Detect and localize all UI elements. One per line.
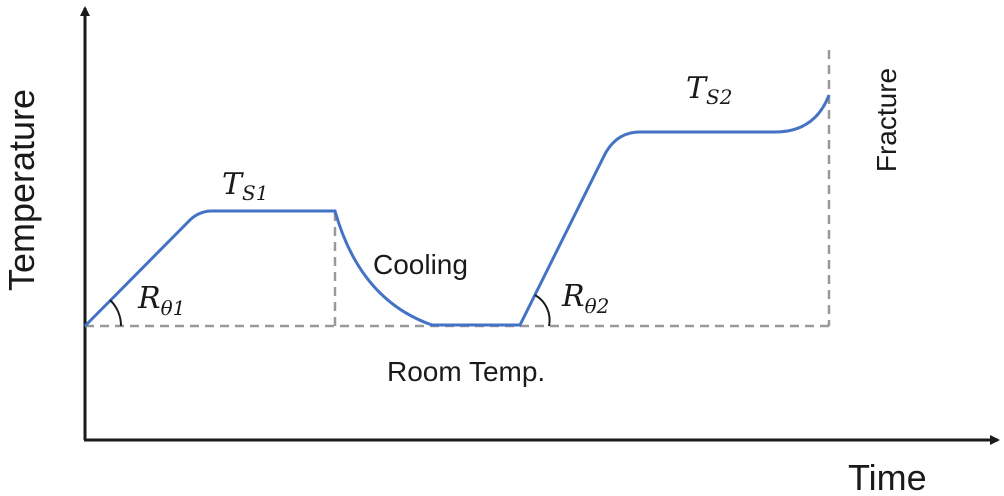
cooling-label: Cooling [373,249,468,280]
ts1-label: TS1 [222,167,268,205]
angle-arc-2 [534,294,551,327]
r-theta2-label: Rθ2 [561,279,609,318]
room-temp-label: Room Temp. [387,356,545,387]
y-axis-label: Temperature [1,89,42,291]
ts2-label: TS2 [686,71,732,109]
r-theta1-label: Rθ1 [137,281,185,320]
temperature-curve [83,94,831,328]
angle-arc-1 [109,299,123,327]
fracture-label: Fracture [871,68,902,172]
x-axis-label: Time [848,457,927,496]
